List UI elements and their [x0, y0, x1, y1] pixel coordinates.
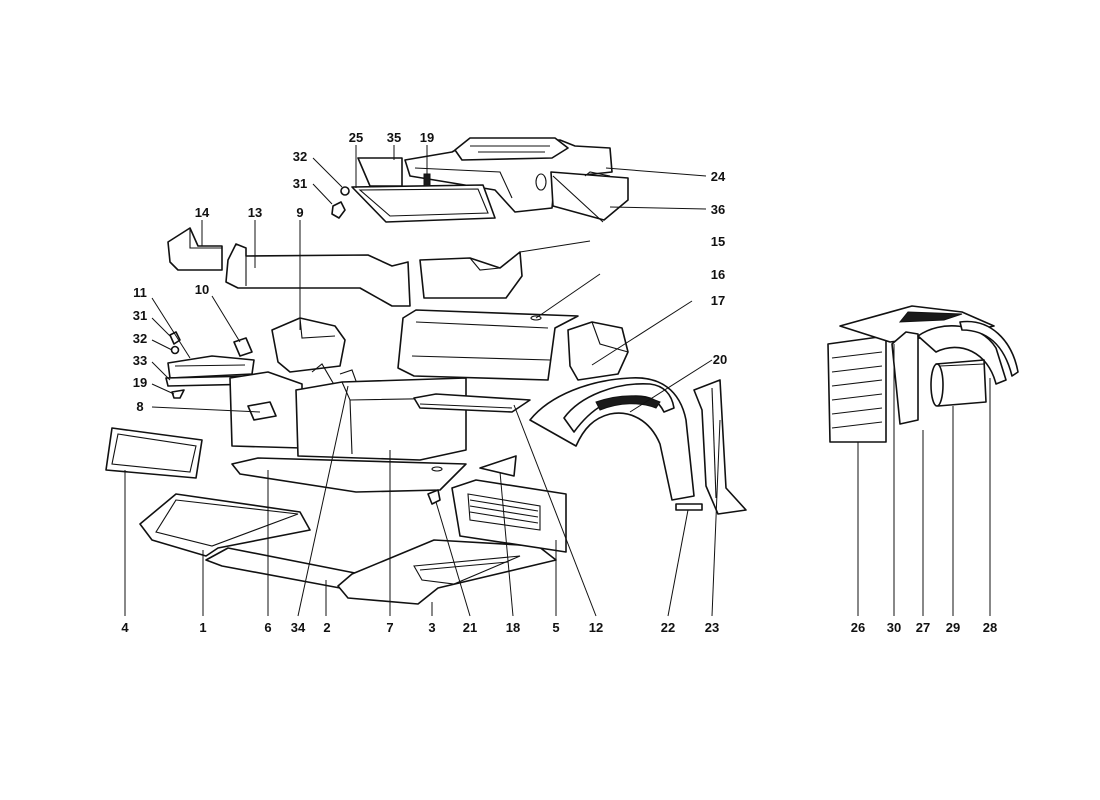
- callout-6: 6: [264, 620, 271, 635]
- part-10-clip: [233, 337, 253, 357]
- callout-2: 2: [323, 620, 330, 635]
- callout-25: 25: [349, 130, 363, 145]
- part-13-long-duct: [225, 243, 411, 307]
- part-17-side-piece: [567, 321, 629, 381]
- part-22-bracket: [675, 503, 703, 511]
- part-5-grille-panel: [451, 479, 567, 553]
- callout-7: 7: [386, 620, 393, 635]
- callout-22: 22: [661, 620, 675, 635]
- part-1-floor-mat: [139, 493, 311, 557]
- callout-31-top: 31: [293, 176, 307, 191]
- part-2-strip: [205, 547, 361, 589]
- part-18-deflector: [479, 455, 517, 477]
- callout-28: 28: [983, 620, 997, 635]
- callout-31-left: 31: [133, 308, 147, 323]
- part-8-box: [229, 371, 303, 449]
- part-23-pillar: [693, 379, 747, 515]
- callout-34: 34: [291, 620, 306, 635]
- part-27-arch-panel: [891, 325, 1007, 425]
- part-3-floor-mat: [337, 539, 557, 605]
- part-25-frame: [351, 173, 496, 223]
- callout-8: 8: [136, 399, 143, 414]
- part-21-fastener: [427, 489, 441, 505]
- part-9-panel: [271, 317, 346, 373]
- callout-23: 23: [705, 620, 719, 635]
- callout-1: 1: [199, 620, 206, 635]
- callout-18: 18: [506, 620, 520, 635]
- callout-11: 11: [133, 285, 147, 300]
- part-31-clip-upper: [331, 201, 346, 219]
- callout-24: 24: [711, 169, 726, 184]
- part-29-cylinder: [930, 359, 987, 407]
- leader-lines: [124, 145, 991, 617]
- callout-32-left: 32: [133, 331, 147, 346]
- callout-35: 35: [387, 130, 401, 145]
- part-11-lid: [167, 355, 255, 379]
- callout-3: 3: [428, 620, 435, 635]
- callout-10: 10: [195, 282, 209, 297]
- callout-5: 5: [552, 620, 559, 635]
- part-12-mesh-panel: [413, 393, 531, 413]
- part-6-floor-plate: [231, 457, 467, 493]
- callout-29: 29: [946, 620, 960, 635]
- part-19-clip-left: [171, 389, 185, 399]
- part-28-arch-trim: [959, 320, 1019, 377]
- callout-14: 14: [195, 205, 210, 220]
- callout-16: 16: [711, 267, 725, 282]
- part-15-duct: [419, 251, 523, 299]
- callout-9: 9: [296, 205, 303, 220]
- callout-20: 20: [713, 352, 727, 367]
- part-4-gasket: [105, 427, 203, 479]
- callout-13: 13: [248, 205, 262, 220]
- part-24-upper-housing: [404, 137, 613, 213]
- callout-15: 15: [711, 234, 725, 249]
- part-16-tray: [397, 309, 579, 381]
- callout-17: 17: [711, 293, 725, 308]
- callout-26: 26: [851, 620, 865, 635]
- callout-30: 30: [887, 620, 901, 635]
- callout-19-top: 19: [420, 130, 434, 145]
- part-32-washer-left: [170, 345, 180, 355]
- callout-32-top: 32: [293, 149, 307, 164]
- callout-labels: 25 35 19 32 31 24 36 14 13 9 15 16 11 10…: [121, 130, 997, 635]
- part-36-side-box: [550, 171, 629, 223]
- part-32-washer-upper: [340, 186, 350, 196]
- parts: [105, 137, 1019, 605]
- callout-33: 33: [133, 353, 147, 368]
- callout-21: 21: [463, 620, 477, 635]
- callout-27: 27: [916, 620, 930, 635]
- callout-12: 12: [589, 620, 603, 635]
- part-26-louver-panel: [827, 335, 887, 443]
- callout-19-left: 19: [133, 375, 147, 390]
- part-7-main-box: [295, 377, 467, 461]
- part-35-plate: [357, 157, 403, 187]
- part-20-wheel-arch: [529, 377, 695, 501]
- part-14-end-duct: [167, 227, 223, 271]
- callout-36: 36: [711, 202, 725, 217]
- callout-4: 4: [121, 620, 129, 635]
